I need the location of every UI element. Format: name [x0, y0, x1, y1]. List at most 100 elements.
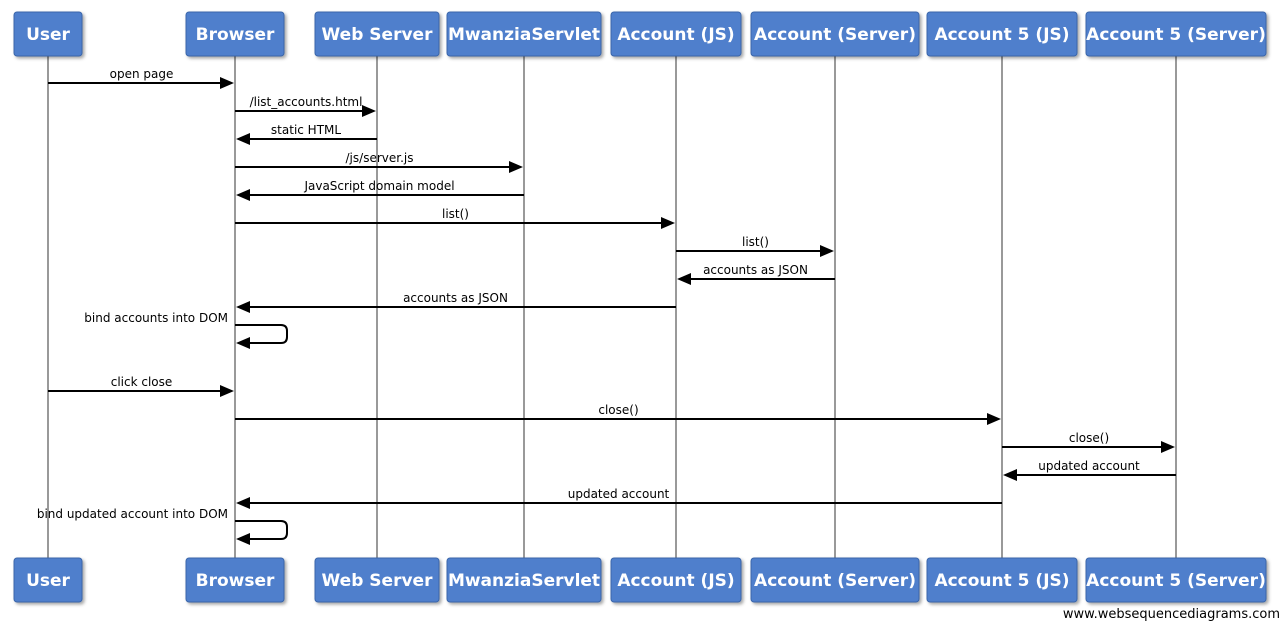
arrow-head [220, 385, 234, 397]
message-label: updated account [1038, 459, 1140, 473]
participant-label: Web Server [322, 25, 434, 45]
participant-bottom-account-server: Account (Server) [750, 557, 920, 603]
message-label: updated account [568, 487, 670, 501]
participant-label: Account (JS) [617, 25, 734, 45]
message-label: /js/server.js [346, 151, 414, 165]
message-1: open page [48, 67, 234, 89]
participant-label: MwanziaServlet [448, 571, 600, 591]
participant-top-account-5-js: Account 5 (JS) [926, 11, 1078, 57]
message-label: close() [1069, 431, 1109, 445]
arrow-head [236, 133, 250, 145]
participant-top-account-js: Account (JS) [610, 11, 742, 57]
message-14: updated account [1003, 459, 1176, 481]
message-label: static HTML [271, 123, 341, 137]
arrow-head [677, 273, 691, 285]
arrow-head [236, 301, 250, 313]
participant-box [750, 11, 920, 57]
message-6: list() [235, 207, 675, 229]
participant-label: Account (Server) [754, 571, 916, 591]
arrow-head [509, 161, 523, 173]
message-8: accounts as JSON [677, 263, 835, 285]
participant-label: MwanziaServlet [448, 25, 600, 45]
participant-box [446, 11, 602, 57]
message-label: bind accounts into DOM [84, 311, 228, 325]
arrow-head [362, 105, 376, 117]
participant-label: User [26, 25, 70, 45]
message-9: accounts as JSON [236, 291, 676, 313]
participant-label: Account 5 (JS) [934, 25, 1069, 45]
message-label: click close [111, 375, 173, 389]
participant-box [1085, 11, 1267, 57]
participant-top-user: User [13, 11, 83, 57]
participant-top-web-server: Web Server [314, 11, 440, 57]
participant-bottom-account-js: Account (JS) [610, 557, 742, 603]
arrow-head [661, 217, 675, 229]
participant-box [185, 557, 285, 603]
participant-bottom-account-5-server: Account 5 (Server) [1085, 557, 1267, 603]
participant-box [926, 11, 1078, 57]
participant-box [926, 557, 1078, 603]
message-4: /js/server.js [235, 151, 523, 173]
participant-bottom-user: User [13, 557, 83, 603]
participant-box [314, 11, 440, 57]
participant-top-account-5-server: Account 5 (Server) [1085, 11, 1267, 57]
arrow-head [220, 77, 234, 89]
arrow-head [236, 337, 250, 349]
message-2: /list_accounts.html [235, 95, 376, 117]
participant-label: Account 5 (Server) [1086, 25, 1266, 45]
self-arrow-line [235, 324, 288, 344]
message-label: accounts as JSON [403, 291, 508, 305]
participant-bottom-account-5-js: Account 5 (JS) [926, 557, 1078, 603]
message-10: bind accounts into DOM [84, 311, 288, 349]
participant-label: User [26, 571, 70, 591]
message-label: /list_accounts.html [250, 95, 363, 109]
participant-label: Web Server [322, 571, 434, 591]
message-label: list() [742, 235, 769, 249]
arrow-head [987, 413, 1001, 425]
participant-box [610, 11, 742, 57]
message-3: static HTML [236, 123, 377, 145]
participant-box [1085, 557, 1267, 603]
message-5: JavaScript domain model [236, 179, 524, 201]
participant-box [750, 557, 920, 603]
participant-top-account-server: Account (Server) [750, 11, 920, 57]
arrow-head [1003, 469, 1017, 481]
message-12: close() [235, 403, 1001, 425]
message-7: list() [676, 235, 834, 257]
message-label: list() [442, 207, 469, 221]
arrow-head [820, 245, 834, 257]
message-label: open page [110, 67, 174, 81]
participant-label: Browser [196, 571, 275, 591]
watermark: www.websequencediagrams.com [1062, 607, 1280, 622]
message-11: click close [48, 375, 234, 397]
participant-top-mwanziaservlet: MwanziaServlet [446, 11, 602, 57]
message-15: updated account [236, 487, 1002, 509]
participant-bottom-mwanziaservlet: MwanziaServlet [446, 557, 602, 603]
arrow-head [1161, 441, 1175, 453]
arrow-head [236, 497, 250, 509]
message-13: close() [1002, 431, 1175, 453]
participant-bottom-web-server: Web Server [314, 557, 440, 603]
participant-box [13, 557, 83, 603]
message-16: bind updated account into DOM [37, 507, 288, 545]
message-label: accounts as JSON [703, 263, 808, 277]
message-label: JavaScript domain model [303, 179, 454, 193]
participant-box [13, 11, 83, 57]
self-arrow-line [235, 520, 288, 540]
participant-label: Account (JS) [617, 571, 734, 591]
arrow-head [236, 189, 250, 201]
arrow-head [236, 533, 250, 545]
participant-box [610, 557, 742, 603]
participant-box [446, 557, 602, 603]
message-label: bind updated account into DOM [37, 507, 228, 521]
participant-box [185, 11, 285, 57]
participant-label: Account (Server) [754, 25, 916, 45]
participant-label: Browser [196, 25, 275, 45]
participant-bottom-browser: Browser [185, 557, 285, 603]
participant-label: Account 5 (JS) [934, 571, 1069, 591]
participant-label: Account 5 (Server) [1086, 571, 1266, 591]
participant-top-browser: Browser [185, 11, 285, 57]
message-label: close() [598, 403, 638, 417]
participant-box [314, 557, 440, 603]
